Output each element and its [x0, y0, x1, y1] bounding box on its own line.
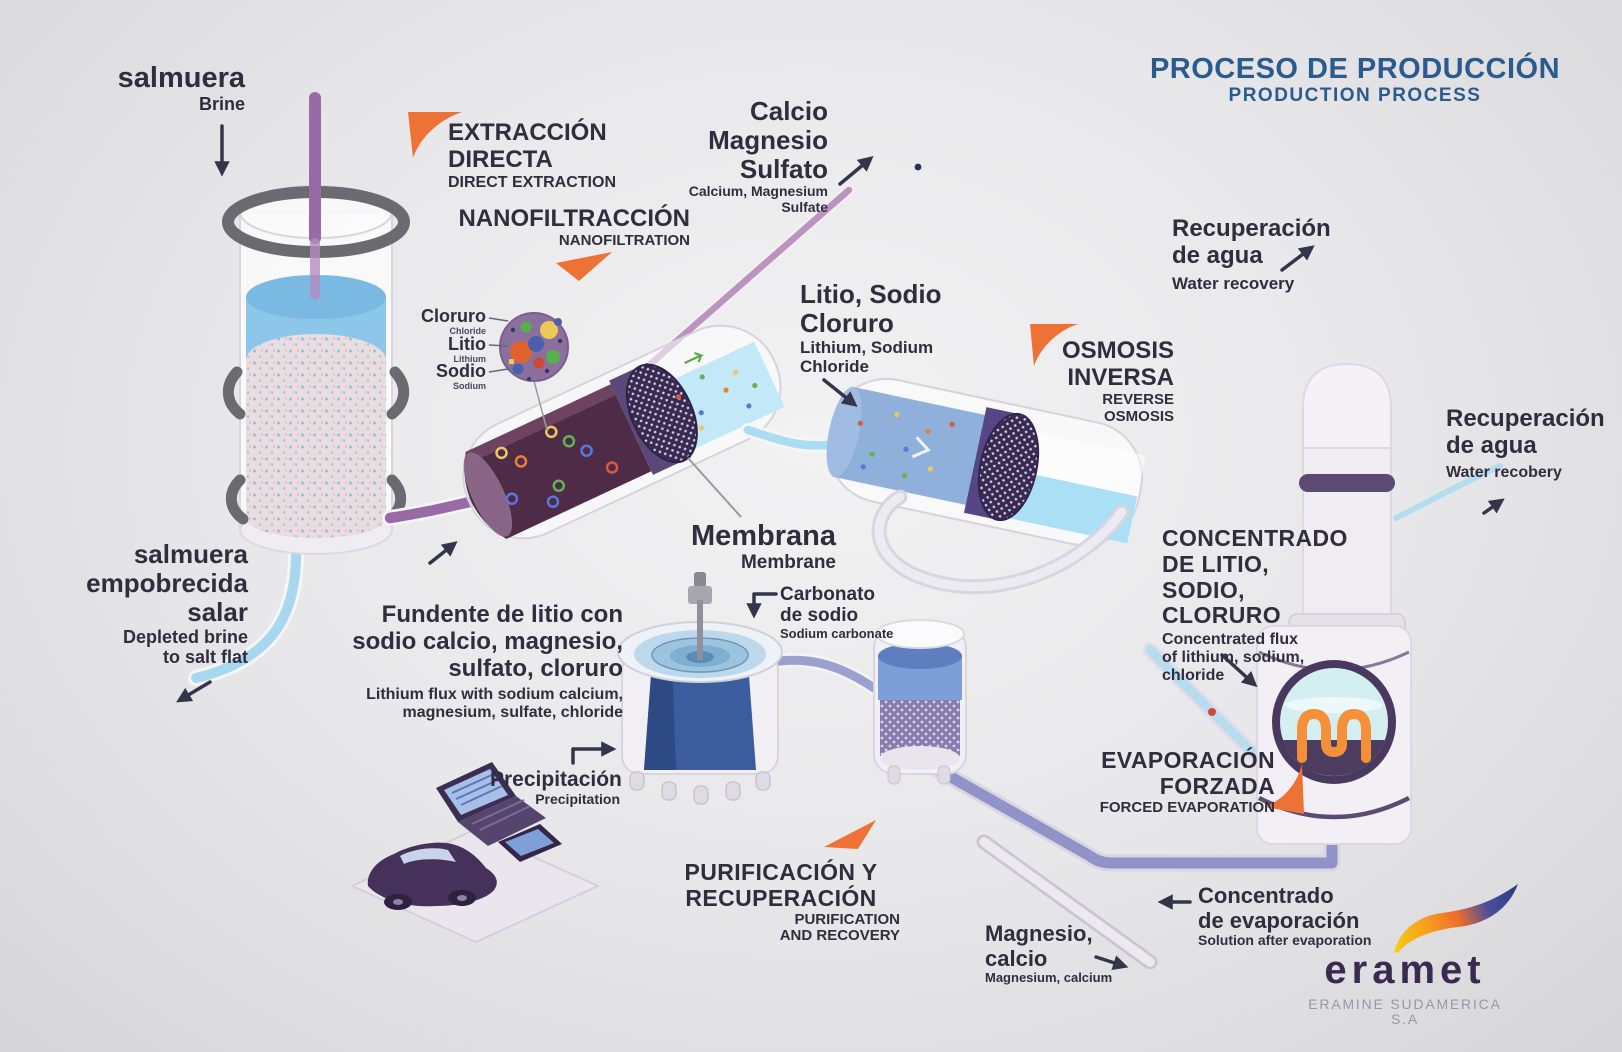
stage-flags	[408, 112, 1304, 849]
evaporator-unit	[1256, 362, 1503, 845]
membrane-pointer-line	[687, 457, 742, 518]
page-title-en: PRODUCTION PROCESS	[1228, 85, 1482, 107]
heating-coil-icon	[1297, 708, 1371, 763]
vessel-legs	[629, 771, 771, 805]
carbonate-label: Carbonato de sodio Sodium carbonate	[780, 584, 894, 641]
concentrate-label: CONCENTRADO DE LITIO, SODIO, CLORURO Con…	[1162, 525, 1348, 684]
nanofiltration-label: NANOFILTRACCIÓN NANOFILTRATION	[458, 205, 690, 249]
pipe-nano-to-ro	[741, 423, 843, 453]
pipe-magnesium-out	[976, 834, 1158, 970]
concentrate-arrow	[1220, 653, 1258, 688]
brine-inlet-pipe	[309, 92, 321, 300]
purification-label: PURIFICACIÓN Y RECUPERACIÓN PURIFICATION…	[684, 859, 900, 945]
pipe-ro-loop	[871, 489, 1130, 595]
evap-concentrate-label: Concentrado de evaporación Solution afte…	[1198, 883, 1372, 949]
ion-dots-ro	[857, 412, 955, 479]
flow-arrows	[176, 124, 1505, 971]
products-scene	[349, 762, 601, 944]
tablet-icon	[498, 824, 562, 862]
calcium-out-arrow	[838, 156, 874, 186]
flux-arrow	[428, 541, 458, 565]
legend-chloride: Cloruro Chloride	[421, 306, 486, 337]
osmosis-flag-icon	[1030, 324, 1078, 366]
eramet-logo: eramet ERAMINE SUDAMERICA S.A	[1295, 948, 1515, 1028]
particle-dot	[914, 163, 922, 171]
evaporation-flag-icon	[1265, 764, 1304, 814]
reverse-osmosis-unit	[826, 377, 1146, 547]
lithium-out-arrow	[822, 378, 858, 407]
lithium-out-label: Litio, Sodio Cloruro Lithium, Sodium Chl…	[800, 279, 942, 377]
particle-magnifier	[488, 312, 569, 431]
extraction-label: EXTRACCIÓN DIRECTA DIRECT EXTRACTION	[448, 119, 616, 191]
nanofiltration-unit	[462, 324, 785, 540]
depleted-brine-pipe	[188, 538, 305, 686]
eramet-wordmark: eramet	[1324, 948, 1486, 992]
brine-tank	[222, 92, 410, 555]
legend-lithium: Litio Lithium	[448, 334, 486, 365]
carbonate-arrow	[746, 592, 778, 619]
membrane-label: Membrana Membrane	[690, 520, 836, 574]
water-recovery-right-label: Recuperación de agua Water recobery	[1446, 405, 1605, 481]
precipitation-label: Precipitación Precipitation	[490, 768, 622, 807]
osmosis-label: OSMOSIS INVERSA REVERSE OSMOSIS	[1061, 337, 1174, 425]
pipe-to-evaporator	[1142, 642, 1280, 780]
water-top-arrow	[1280, 245, 1315, 272]
flux-label: Fundente de litio con sodio calcio, magn…	[352, 601, 623, 721]
precipitation-arrow	[571, 741, 617, 765]
extraction-flag-icon	[408, 112, 462, 158]
water-right-arrow	[1482, 498, 1505, 515]
ion-dots-permeate	[675, 369, 758, 431]
depleted-brine-label: salmuera empobrecida salar Depleted brin…	[86, 539, 248, 668]
evaporation-label: EVAPORACIÓN FORZADA FORCED EVAPORATION	[1099, 747, 1275, 816]
purification-flag-icon	[824, 820, 876, 849]
purification-vessel	[617, 572, 783, 805]
brine-label: salmuera Brine	[117, 62, 245, 115]
depleted-arrow	[176, 680, 212, 703]
ion-dots-feed	[495, 425, 619, 508]
precipitate-vessel	[873, 619, 967, 785]
water-recovery-top-label: Recuperación de agua Water recovery	[1172, 215, 1331, 293]
calcium-out-label: Calcio Magnesio Sulfato Calcium, Magnesi…	[688, 96, 828, 215]
legend-tick-lines	[488, 317, 509, 373]
laptop-icon	[436, 762, 546, 846]
page-title: PROCESO DE PRODUCCIÓN PRODUCTION PROCESS	[1130, 53, 1580, 107]
pipe-evap-concentrate	[919, 755, 1341, 872]
magnesium-arrow	[1094, 955, 1129, 971]
magnesium-out-label: Magnesio, calcio Magnesium, calcium	[985, 921, 1113, 986]
car-icon	[367, 842, 497, 910]
eramet-swoosh-icon	[1394, 884, 1518, 953]
page-title-es: PROCESO DE PRODUCCIÓN	[1149, 53, 1561, 85]
nanofiltration-flag-icon	[556, 252, 612, 281]
legend-sodium: Sodio Sodium	[436, 361, 486, 392]
eramet-company: ERAMINE SUDAMERICA S.A	[1308, 995, 1502, 1028]
